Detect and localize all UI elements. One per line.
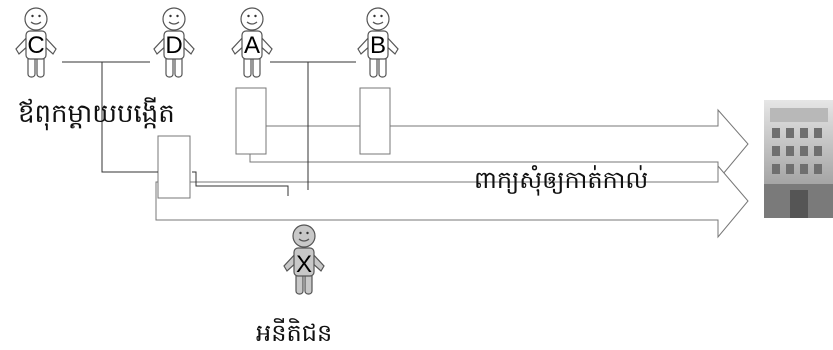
parents-label: ឪពុកម្តាយបង្កើត: [18, 97, 175, 131]
person-a-letter: A: [244, 32, 260, 59]
request-label: ពាក្យសុំឲ្យកាត់កាល់: [474, 165, 648, 196]
b-bracket: [359, 87, 391, 155]
person-b-letter: B: [370, 32, 386, 59]
court-building-icon: [764, 100, 833, 218]
person-c-letter: C: [27, 32, 44, 59]
child-label: អនីតិជន: [256, 318, 332, 347]
person-x-letter: X: [296, 251, 312, 278]
line-parents-to-x: [101, 62, 158, 173]
parents-bracket: [157, 135, 191, 199]
person-d-letter: D: [165, 32, 182, 59]
a-bracket: [235, 87, 267, 155]
lower-arrow: [155, 164, 749, 239]
line-inner: [192, 171, 289, 196]
relationship-lines: [62, 61, 356, 196]
